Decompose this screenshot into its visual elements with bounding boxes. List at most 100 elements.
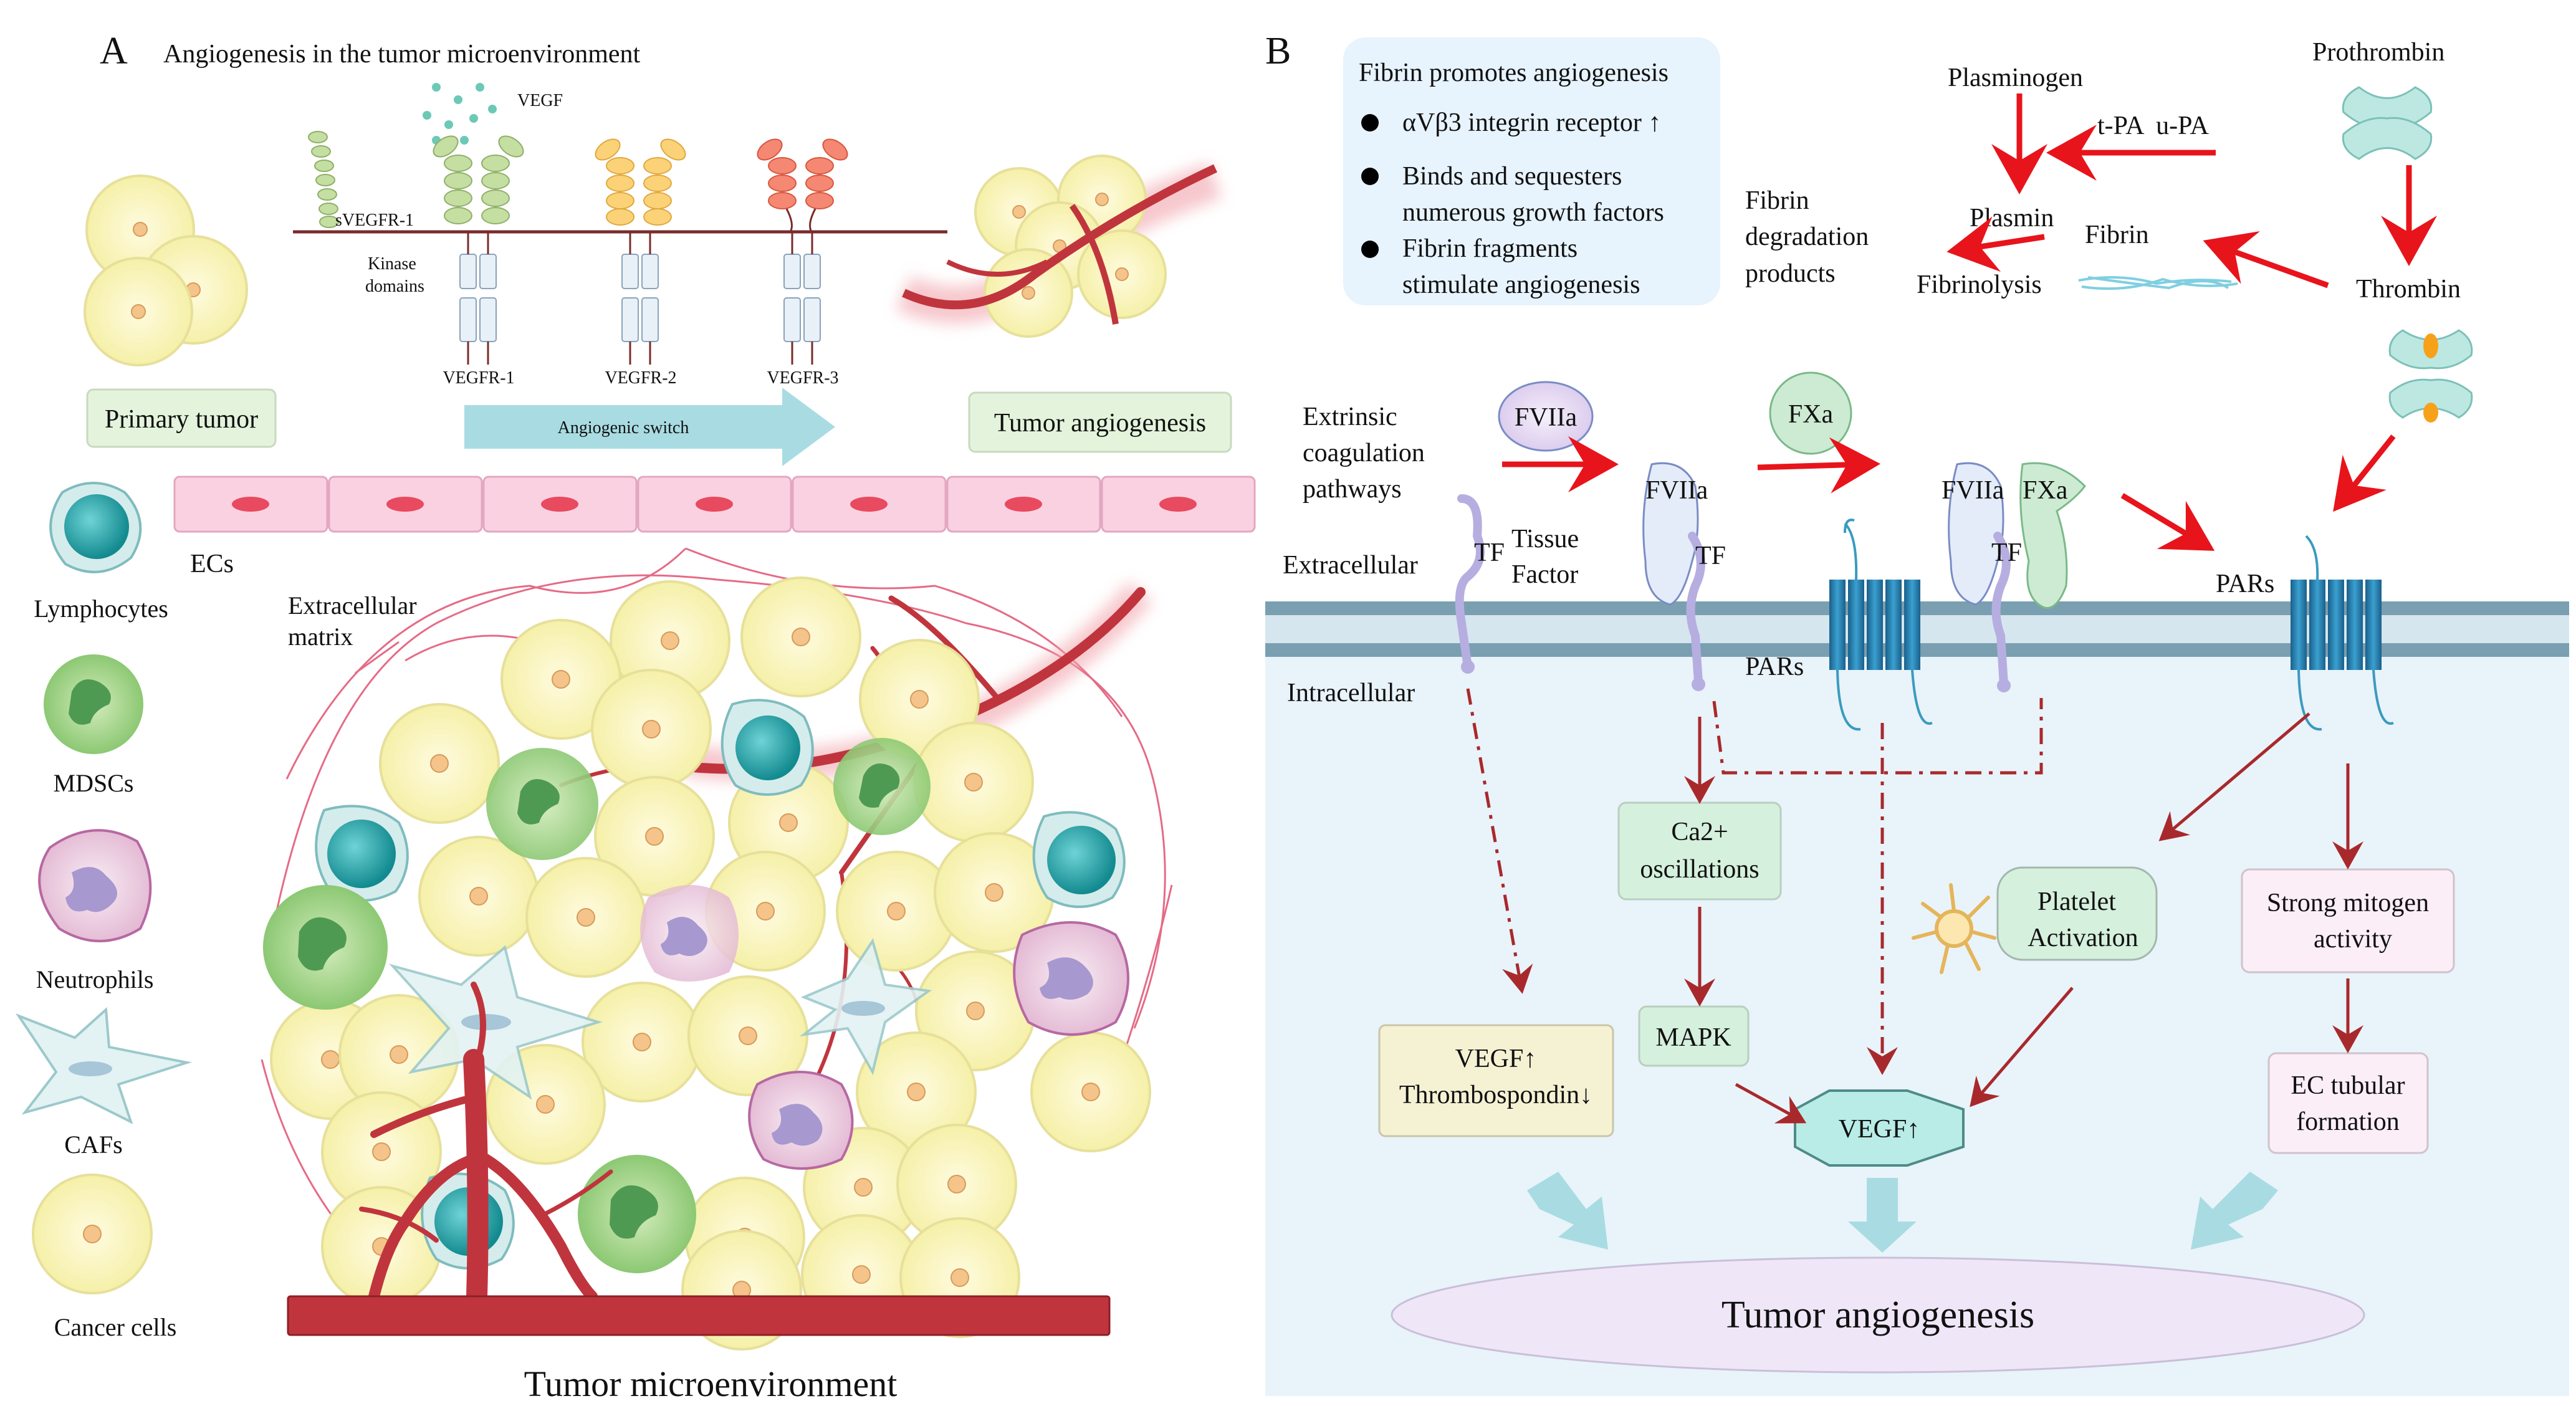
fibrin-fibres	[2078, 276, 2238, 290]
ca-label-2: oscillations	[1640, 855, 1759, 884]
tme-cafs	[388, 938, 932, 1100]
legend-cancer-cells-label: Cancer cells	[54, 1313, 177, 1341]
primary-tumor-label: Primary tumor	[105, 405, 258, 434]
vegf-tsp-box	[1378, 1024, 1614, 1137]
fviia-oval-label: FVIIa	[1515, 403, 1578, 432]
thrombin-label: Thrombin	[2356, 275, 2461, 304]
endothelial-cells	[173, 476, 1256, 533]
fviia-oval	[1498, 381, 1594, 452]
mitogen-box	[2241, 868, 2455, 973]
vegf-up-label: VEGF↑	[1839, 1115, 1920, 1144]
legend-cancer-cell	[32, 1174, 153, 1294]
panel-a: A Angiogenesis in the tumor microenviron…	[15, 30, 1256, 1404]
legend-caf	[15, 1007, 192, 1124]
tf-label-3: TF	[1991, 538, 2022, 567]
tme-base-vessel	[287, 1295, 1111, 1336]
panel-a-title: Angiogenesis in the tumor microenvironme…	[163, 40, 641, 69]
legend-mdsc	[44, 654, 143, 754]
kinase-label-2: domains	[365, 277, 424, 296]
mapk-box	[1638, 1005, 1750, 1067]
platelet-box	[1996, 866, 2158, 961]
tme-cancer-cells	[270, 576, 1151, 1351]
fibrin-item-2a: Binds and sequesters	[1402, 162, 1622, 191]
ca-label-1: Ca2+	[1671, 818, 1728, 846]
fviia-label-2: FVIIa	[1645, 476, 1708, 505]
primary-tumor-cells	[84, 175, 248, 366]
platelet-label-2: Activation	[2028, 924, 2138, 952]
panel-b-letter: B	[1265, 30, 1291, 72]
fibrin-item-2b: numerous growth factors	[1402, 198, 1664, 227]
pars-label-2: PARs	[2216, 570, 2274, 598]
ec-tubular-box	[2267, 1052, 2429, 1154]
tme-vessel-tree	[359, 982, 613, 1307]
ecm-label-1: Extracellular	[288, 591, 417, 619]
tme-lymphocytes	[315, 699, 1126, 1270]
pars-label-1: PARs	[1745, 653, 1804, 681]
panel-b: B Fibrin promotes angiogenesis αVβ3 inte…	[1265, 30, 2569, 1396]
dark-red-arrows	[1684, 712, 2363, 1124]
fibrin-item-3b: stimulate angiogenesis	[1402, 270, 1640, 299]
tf-label-2: TF	[1695, 542, 1726, 570]
fviia-tf-complex	[1642, 462, 1705, 691]
legend-lymphocyte	[49, 482, 142, 573]
mapk-label: MAPK	[1655, 1023, 1731, 1052]
tumor-angiogenesis-cluster	[896, 155, 1222, 338]
ec-tubular-label-2: formation	[2296, 1107, 2400, 1136]
legend-neutrophils-label: Neutrophils	[36, 965, 154, 993]
tme-mdscs	[263, 738, 931, 1273]
bullet-3	[1361, 241, 1379, 258]
tumor-angiogenesis-label: Tumor angiogenesis	[994, 409, 1206, 438]
fxa-circle	[1769, 371, 1852, 455]
ecm-label-2: matrix	[288, 623, 353, 651]
fibrin-item-3a: Fibrin fragments	[1402, 234, 1578, 263]
legend-neutrophil	[38, 829, 152, 942]
dashed-dark-arrows	[1466, 688, 2043, 1075]
plasmin-label: Plasmin	[1970, 204, 2054, 232]
vegf-dots	[423, 83, 497, 145]
fibrin-box-title: Fibrin promotes angiogenesis	[1359, 59, 1669, 87]
angiogenic-switch-arrow	[464, 388, 835, 466]
tf-label-1: TF	[1474, 538, 1505, 567]
platelet-icon	[1912, 883, 1996, 974]
vegfr2-label: VEGFR-2	[605, 368, 676, 388]
outcome-arrows	[1527, 1172, 2278, 1253]
vegf-tsp-label-1: VEGF↑	[1455, 1045, 1537, 1073]
mitogen-label-2: activity	[2314, 925, 2392, 954]
par-receptor-1	[1829, 519, 1933, 731]
legend-mdscs-label: MDSCs	[54, 769, 134, 797]
panel-a-letter: A	[100, 30, 128, 72]
fibrin-label: Fibrin	[2085, 221, 2149, 249]
fibrin-item-1: αVβ3 integrin receptor ↑	[1402, 108, 1661, 137]
tumor-microenvironment-scene	[261, 547, 1173, 1351]
vegfr1-label: VEGFR-1	[443, 368, 514, 388]
par-receptor-2	[2291, 535, 2394, 731]
svegfr1	[308, 131, 339, 228]
angiogenic-switch-label: Angiogenic switch	[558, 418, 689, 438]
fdp-label-3: products	[1745, 259, 1836, 288]
primary-tumor-box	[86, 388, 277, 448]
panel-b-footer: Tumor angiogenesis	[1721, 1294, 2034, 1336]
prothrombin-icon	[2342, 86, 2433, 160]
vegf-tsp-label-2: Thrombospondin↓	[1399, 1081, 1592, 1109]
bullet-2	[1361, 168, 1379, 185]
tme-neutrophils	[640, 885, 1129, 1170]
mitogen-label-1: Strong mitogen	[2267, 889, 2429, 917]
legend-lymphocytes-label: Lymphocytes	[34, 595, 168, 623]
tumor-angiogenesis-ellipse	[1391, 1256, 2365, 1374]
top-red-arrows	[1946, 93, 2437, 289]
tissue-factor	[1455, 494, 1485, 674]
fxa-circle-label: FXa	[1788, 400, 1834, 429]
fviia-fxa-tf-complex	[1948, 462, 2086, 692]
bullet-1	[1361, 114, 1379, 132]
fdp-label-2: degradation	[1745, 222, 1869, 251]
kinase-label-1: Kinase	[368, 254, 416, 274]
thrombin-icon	[2388, 329, 2473, 423]
vegfr1-receptor	[433, 135, 524, 365]
vegf-label: VEGF	[517, 91, 563, 110]
vegfr3-receptor	[757, 138, 848, 365]
extrinsic-label-3: pathways	[1303, 475, 1402, 504]
fviia-label-3: FVIIa	[1942, 476, 2004, 505]
prothrombin-label: Prothrombin	[2312, 38, 2444, 67]
ecs-label: ECs	[190, 550, 234, 578]
